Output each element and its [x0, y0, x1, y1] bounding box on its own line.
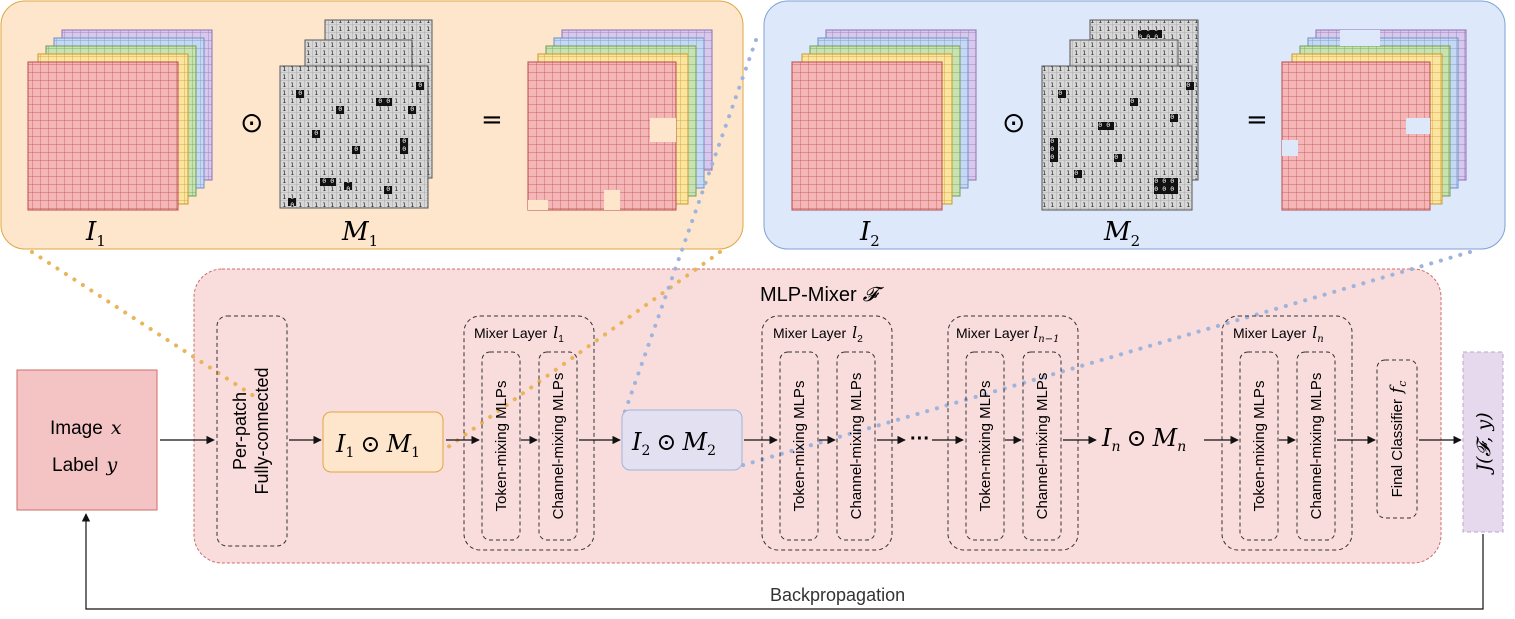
mixed-input-2-box — [621, 409, 743, 471]
channel-mixing-n — [1296, 351, 1336, 541]
token-mixing-n — [1239, 351, 1279, 541]
mixer-layer-n-minus-1 — [947, 315, 1079, 551]
token-mixing-n-minus-1 — [965, 351, 1005, 541]
mask-cube-1 — [279, 19, 433, 209]
token-mixing-1 — [481, 351, 521, 541]
mixed-input-1-label: I1⊙M1 — [335, 430, 420, 461]
input-box — [16, 369, 158, 511]
token-mixing-1-label: Token-mixing MLPs — [493, 381, 510, 512]
channel-mixing-2-label: Channel-mixing MLPs — [848, 373, 865, 520]
image-cube-1 — [27, 29, 213, 211]
token-mixing-2-label: Token-mixing MLPs — [791, 381, 808, 512]
mixer-layer-2 — [761, 315, 893, 551]
mixed-input-1-box — [322, 411, 444, 473]
loss-box — [1462, 351, 1504, 533]
masked-cube-2 — [1281, 29, 1467, 211]
mixed-input-2-label: I2⊙M2 — [631, 428, 716, 459]
masked-cube-1 — [527, 29, 713, 211]
panel1-mask-label: M1 — [341, 217, 378, 250]
layers-ellipsis: ··· — [910, 428, 930, 450]
channel-mixing-2 — [836, 351, 876, 541]
image-cube-2 — [791, 29, 977, 211]
channel-mixing-1 — [538, 351, 578, 541]
channel-mixing-1-label: Channel-mixing MLPs — [550, 373, 567, 520]
panel2-odot: ⊙ — [1002, 106, 1025, 139]
mask-cube-2 — [1041, 19, 1199, 211]
panel2-mask-label: M2 — [1103, 217, 1140, 250]
token-mixing-n-label: Token-mixing MLPs — [1251, 381, 1268, 512]
mixer-layer-n — [1221, 315, 1353, 551]
token-mixing-n-minus-1-label: Token-mixing MLPs — [977, 381, 994, 512]
mixed-input-n-label: In⊙Mn — [1101, 424, 1186, 455]
channel-mixing-n-minus-1 — [1022, 351, 1062, 541]
mlp-mixer-container — [193, 268, 1442, 564]
panel1-odot: ⊙ — [240, 106, 263, 139]
mixer-layer-1 — [463, 315, 595, 551]
token-mixing-2 — [779, 351, 819, 541]
per-patch-fc-box — [216, 315, 288, 547]
loss-label: J(𝓕, y) — [1473, 412, 1495, 475]
panel1-equals: = — [481, 105, 503, 135]
panel2-equals: = — [1246, 105, 1268, 135]
connector-dots — [30, 38, 1472, 468]
panel1-image-label: I1 — [85, 217, 106, 250]
channel-mixing-n-label: Channel-mixing MLPs — [1308, 373, 1325, 520]
backpropagation-label: Backpropagation — [770, 585, 905, 605]
final-classifier-box — [1376, 359, 1418, 519]
panel2-image-label: I2 — [859, 217, 880, 250]
final-classifier-label: Final Classifierfc — [1387, 381, 1409, 498]
channel-mixing-n-minus-1-label: Channel-mixing MLPs — [1034, 373, 1051, 520]
flow-arrows — [81, 435, 1484, 610]
